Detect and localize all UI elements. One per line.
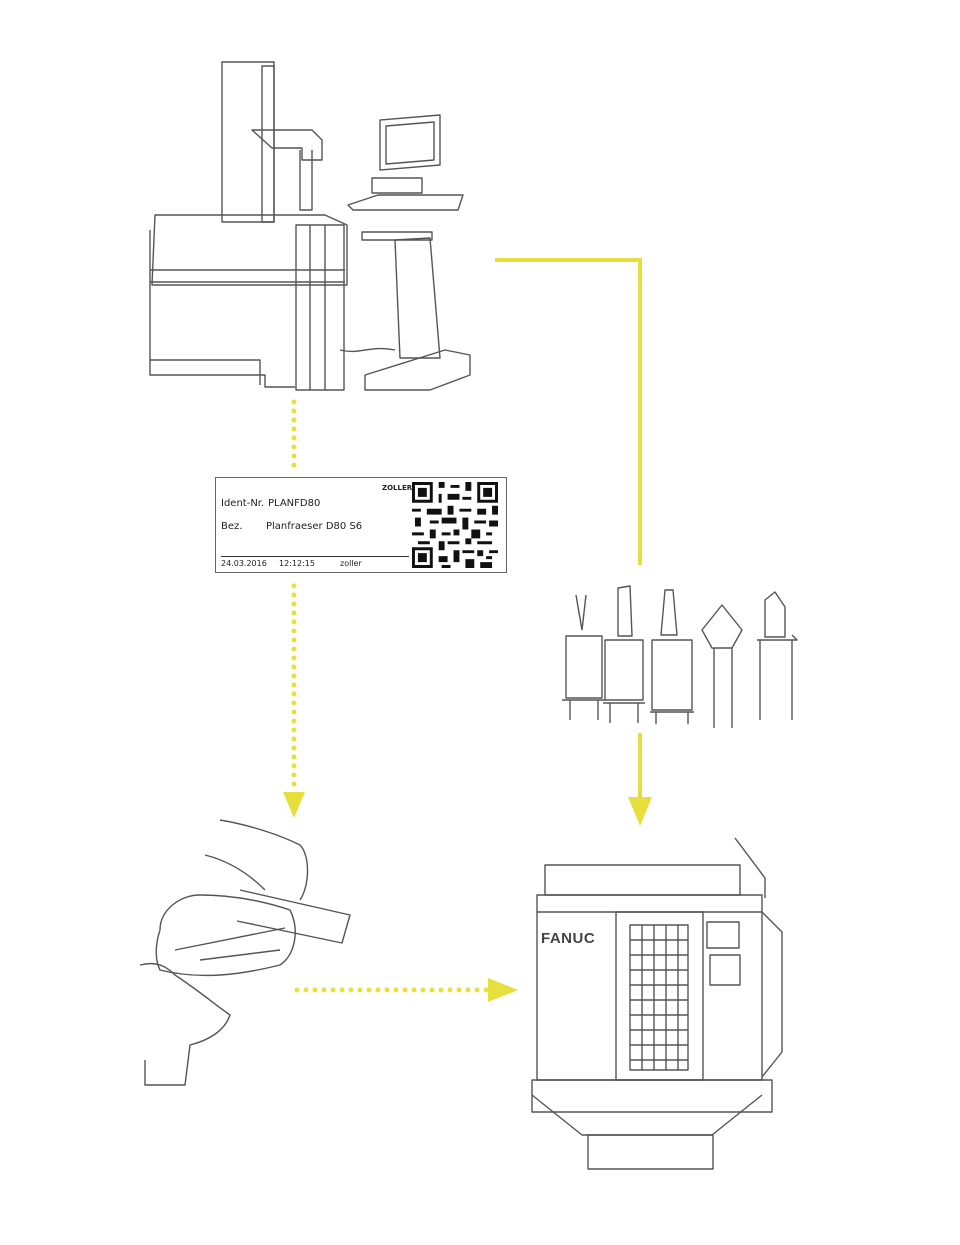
connector-presetter-to-tools [495,258,642,565]
label-divider [221,556,409,557]
arrow-head-icon [488,978,518,1002]
arrow-head-icon [283,792,305,818]
arrow-head-icon [628,797,652,826]
label-brand: ZOLLER [382,484,413,492]
fanuc-cnc-machine-illustration [531,837,783,1170]
ident-value: PLANFD80 [268,498,321,509]
bez-key: Bez. [221,521,243,532]
barcode-scanner-hand-illustration [139,819,351,1086]
qr-code-icon [412,482,498,568]
fanuc-logo: FANUC [541,930,596,947]
tool-presetter-illustration [149,61,471,391]
ident-key: Ident-Nr. [221,498,265,509]
cutting-tools-illustration [562,585,798,728]
label-user: zoller [340,559,362,568]
label-time: 12:12:15 [279,559,315,568]
bez-value: Planfraeser D80 S6 [266,521,363,532]
label-date: 24.03.2016 [221,559,267,568]
tool-id-label: ZOLLER Ident-Nr. PLANFD80 Bez. Planfraes… [215,477,507,573]
